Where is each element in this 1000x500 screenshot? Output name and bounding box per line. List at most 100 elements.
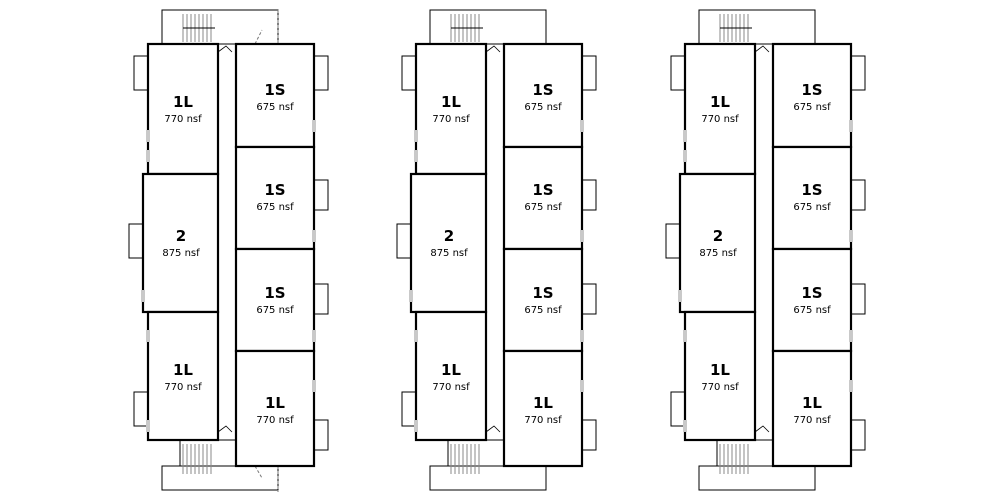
entry-bottom: [698, 465, 816, 491]
porch-6: [313, 283, 329, 315]
unit-3-outline: [414, 310, 488, 442]
unit-type-label: 2: [444, 227, 454, 245]
stair-tower-top: [429, 9, 547, 45]
corridor-door-top: [754, 45, 770, 53]
unit-type-label: 1S: [264, 181, 285, 199]
corridor-door-top: [217, 45, 233, 53]
unit-area-label: 675 nsf: [524, 202, 562, 213]
building-3: 1L 770 nsf 2 875 nsf 1L 770 nsf 1S 675 nsf 1S 675…: [665, 9, 866, 491]
unit-type-label: 1S: [532, 284, 553, 302]
unit-type-label: 1S: [801, 284, 822, 302]
unit-area-label: 675 nsf: [256, 202, 294, 213]
unit-type-label: 1S: [264, 81, 285, 99]
unit-area-label: 770 nsf: [432, 382, 470, 393]
stair-treads-bottom: [450, 444, 480, 474]
unit-area-label: 770 nsf: [256, 415, 294, 426]
unit-3-outline: [146, 310, 220, 442]
unit-area-label: 770 nsf: [432, 114, 470, 125]
porch-7: [313, 419, 329, 451]
unit-type-label: 1L: [265, 394, 285, 412]
unit-4-outline: [502, 42, 584, 149]
stair-treads-bottom: [719, 444, 749, 474]
unit-5-outline: [502, 145, 584, 251]
corridor: [217, 43, 237, 441]
unit-6-outline: [234, 247, 316, 353]
unit-6-outline: [502, 247, 584, 353]
unit-type-label: 2: [713, 227, 723, 245]
unit-3-outline: [683, 310, 757, 442]
corridor: [485, 43, 505, 441]
unit-1-outline: [146, 42, 220, 176]
unit-area-label: 770 nsf: [164, 114, 202, 125]
unit-area-label: 675 nsf: [524, 305, 562, 316]
window-marks: [678, 120, 853, 432]
porch-4: [313, 55, 329, 91]
unit-type-label: 1S: [264, 284, 285, 302]
porch-2: [128, 223, 144, 259]
porch-2: [665, 223, 681, 259]
unit-area-label: 770 nsf: [164, 382, 202, 393]
porch-1: [401, 55, 417, 91]
window-marks: [409, 120, 584, 432]
porch-3: [401, 391, 417, 427]
window-marks: [141, 120, 316, 432]
porch-6: [850, 283, 866, 315]
unit-type-label: 1S: [801, 181, 822, 199]
unit-type-label: 1L: [173, 93, 193, 111]
unit-7-outline: [771, 349, 853, 468]
unit-4-outline: [771, 42, 853, 149]
unit-5-outline: [771, 145, 853, 251]
porch-2: [396, 223, 412, 259]
unit-type-label: 1S: [532, 81, 553, 99]
porch-5: [581, 179, 597, 211]
unit-type-label: 1L: [710, 361, 730, 379]
corridor-door-top: [485, 45, 501, 53]
corridor-door-bottom: [485, 425, 501, 433]
unit-2-outline: [678, 172, 757, 314]
unit-area-label: 875 nsf: [162, 248, 200, 259]
porch-1: [133, 55, 149, 91]
porch-5: [313, 179, 329, 211]
entry-bottom: [429, 465, 547, 491]
corridor-door-bottom: [754, 425, 770, 433]
unit-type-label: 1L: [441, 93, 461, 111]
unit-area-label: 675 nsf: [793, 202, 831, 213]
unit-6-outline: [771, 247, 853, 353]
corridor: [754, 43, 774, 441]
porch-6: [581, 283, 597, 315]
stair-treads-top: [182, 14, 215, 42]
unit-7-outline: [502, 349, 584, 468]
unit-area-label: 675 nsf: [793, 102, 831, 113]
unit-type-label: 1S: [532, 181, 553, 199]
unit-7-outline: [234, 349, 316, 468]
entry-bottom: [161, 465, 279, 491]
unit-type-label: 1S: [801, 81, 822, 99]
unit-type-label: 1L: [173, 361, 193, 379]
stair-treads-top: [719, 14, 752, 42]
stair-treads-bottom: [182, 444, 212, 474]
unit-type-label: 1L: [533, 394, 553, 412]
unit-type-label: 1L: [441, 361, 461, 379]
dashed-edge-bottom: [254, 465, 279, 492]
building-1: 1L 770 nsf 2 875 nsf 1L 770 nsf 1S 675 nsf 1S 675…: [128, 9, 329, 492]
unit-5-outline: [234, 145, 316, 251]
porch-7: [850, 419, 866, 451]
porch-1: [670, 55, 686, 91]
unit-area-label: 770 nsf: [701, 114, 739, 125]
unit-area-label: 675 nsf: [256, 102, 294, 113]
unit-area-label: 675 nsf: [793, 305, 831, 316]
dashed-edge-top: [254, 10, 279, 45]
unit-type-label: 1L: [802, 394, 822, 412]
unit-4-outline: [234, 42, 316, 149]
unit-type-label: 2: [176, 227, 186, 245]
unit-area-label: 770 nsf: [793, 415, 831, 426]
unit-area-label: 875 nsf: [699, 248, 737, 259]
unit-2-outline: [141, 172, 220, 314]
corridor-door-bottom: [217, 425, 233, 433]
buildings-group: 1L 770 nsf 2 875 nsf 1L 770 nsf 1S 675 nsf 1S 675…: [128, 9, 866, 492]
porch-7: [581, 419, 597, 451]
porch-4: [850, 55, 866, 91]
porch-3: [133, 391, 149, 427]
